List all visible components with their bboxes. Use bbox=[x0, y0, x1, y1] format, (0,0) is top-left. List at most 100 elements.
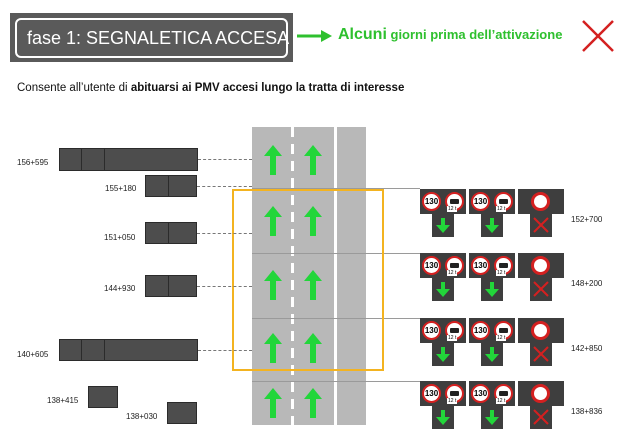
speed-limit-sign: 130 bbox=[471, 321, 490, 340]
speed-limit-sign: 130 bbox=[471, 384, 490, 403]
weight-plate: 12 t bbox=[496, 270, 507, 276]
weight-plate: 12 t bbox=[496, 398, 507, 404]
red-x-icon bbox=[533, 281, 549, 297]
sign-panel bbox=[518, 381, 564, 406]
down-arrow-icon bbox=[436, 282, 450, 297]
speed-limit-sign: 130 bbox=[422, 384, 441, 403]
sign-panel bbox=[518, 253, 564, 278]
gantry-sign-group: 130 12 t 130 12 t bbox=[420, 381, 565, 429]
weight-plate: 12 t bbox=[447, 398, 458, 404]
down-arrow-icon bbox=[485, 347, 499, 362]
km-marker: 144+930 bbox=[104, 284, 136, 293]
up-arrow-icon bbox=[304, 145, 322, 175]
down-arrow-icon bbox=[436, 218, 450, 233]
sign-panel: 130 12 t bbox=[469, 189, 515, 214]
vms-panel bbox=[145, 175, 197, 197]
intro-lead: Consente all’utente di bbox=[17, 82, 131, 94]
vms-panel bbox=[145, 222, 197, 244]
sign-panel: 130 12 t bbox=[420, 253, 466, 278]
km-marker: 152+700 bbox=[571, 215, 603, 224]
leader-line bbox=[198, 159, 252, 160]
vms-panel bbox=[145, 275, 197, 297]
carriageway bbox=[252, 127, 334, 425]
lane-signal bbox=[481, 406, 503, 429]
km-marker: 155+180 bbox=[105, 184, 137, 193]
up-arrow-icon bbox=[264, 333, 282, 363]
leader-line bbox=[197, 233, 252, 234]
lane-signal bbox=[481, 343, 503, 366]
vms-panel bbox=[167, 402, 197, 424]
note-rest: giorni prima dell’attivazione bbox=[386, 27, 563, 42]
gantry-sign-group: 130 12 t 130 12 t bbox=[420, 318, 565, 366]
lane-signal bbox=[432, 406, 454, 429]
no-entry-icon bbox=[531, 321, 550, 340]
leader-line bbox=[197, 186, 252, 187]
up-arrow-icon bbox=[304, 388, 322, 418]
sign-panel: 130 12 t bbox=[469, 253, 515, 278]
lane-arrows bbox=[264, 145, 322, 418]
lane-signal bbox=[530, 343, 552, 366]
lane-signal bbox=[432, 278, 454, 301]
red-x-icon bbox=[582, 20, 614, 52]
up-arrow-icon bbox=[264, 388, 282, 418]
no-entry-icon bbox=[531, 384, 550, 403]
sign-panel: 130 12 t bbox=[469, 381, 515, 406]
sign-panel: 130 12 t bbox=[420, 381, 466, 406]
lane-signal bbox=[481, 214, 503, 237]
down-arrow-icon bbox=[485, 410, 499, 425]
sign-panel: 130 12 t bbox=[420, 189, 466, 214]
gantry-line bbox=[252, 318, 420, 319]
intro-text: Consente all’utente di abituarsi ai PMV … bbox=[17, 82, 404, 94]
down-arrow-icon bbox=[436, 347, 450, 362]
gantry-line bbox=[252, 381, 420, 382]
lane-signal bbox=[530, 214, 552, 237]
lane-signal bbox=[530, 278, 552, 301]
leader-line bbox=[198, 350, 252, 351]
sign-panel bbox=[518, 318, 564, 343]
weight-plate: 12 t bbox=[447, 206, 458, 212]
speed-limit-sign: 130 bbox=[422, 256, 441, 275]
km-marker: 156+595 bbox=[17, 158, 49, 167]
speed-limit-sign: 130 bbox=[422, 192, 441, 211]
leader-line bbox=[197, 286, 252, 287]
emergency-lane bbox=[337, 127, 366, 425]
lane-signal bbox=[432, 343, 454, 366]
km-marker: 148+200 bbox=[571, 279, 603, 288]
no-entry-icon bbox=[531, 192, 550, 211]
up-arrow-icon bbox=[264, 145, 282, 175]
phase-banner: fase 1: SEGNALETICA ACCESA bbox=[10, 13, 293, 62]
vms-panel bbox=[59, 148, 198, 171]
speed-limit-sign: 130 bbox=[471, 256, 490, 275]
weight-plate: 12 t bbox=[447, 270, 458, 276]
up-arrow-icon bbox=[304, 206, 322, 236]
speed-limit-sign: 130 bbox=[422, 321, 441, 340]
km-marker: 142+850 bbox=[571, 344, 603, 353]
sign-panel: 130 12 t bbox=[469, 318, 515, 343]
km-marker: 151+050 bbox=[104, 233, 136, 242]
km-marker: 140+605 bbox=[17, 350, 49, 359]
intro-emphasis: abituarsi ai PMV accesi lungo la tratta … bbox=[130, 82, 405, 94]
red-x-icon bbox=[533, 409, 549, 425]
down-arrow-icon bbox=[436, 410, 450, 425]
down-arrow-icon bbox=[485, 282, 499, 297]
lane-signal bbox=[432, 214, 454, 237]
weight-plate: 12 t bbox=[447, 335, 458, 341]
lane-divider bbox=[291, 127, 294, 425]
gantry-sign-group: 130 12 t 130 12 t bbox=[420, 253, 565, 301]
vms-panel bbox=[88, 386, 118, 408]
sign-panel: 130 12 t bbox=[420, 318, 466, 343]
km-marker: 138+415 bbox=[47, 396, 79, 405]
vms-panel bbox=[59, 339, 198, 361]
highlight-frame bbox=[232, 189, 384, 371]
no-entry-icon bbox=[531, 256, 550, 275]
up-arrow-icon bbox=[264, 206, 282, 236]
lane-signal bbox=[481, 278, 503, 301]
weight-plate: 12 t bbox=[496, 335, 507, 341]
activation-note: Alcuni giorni prima dell’attivazione bbox=[338, 26, 562, 44]
down-arrow-icon bbox=[485, 218, 499, 233]
gantry-line bbox=[252, 188, 420, 189]
right-arrow-icon bbox=[297, 30, 332, 42]
red-x-icon bbox=[533, 346, 549, 362]
km-marker: 138+836 bbox=[571, 407, 603, 416]
speed-limit-sign: 130 bbox=[471, 192, 490, 211]
